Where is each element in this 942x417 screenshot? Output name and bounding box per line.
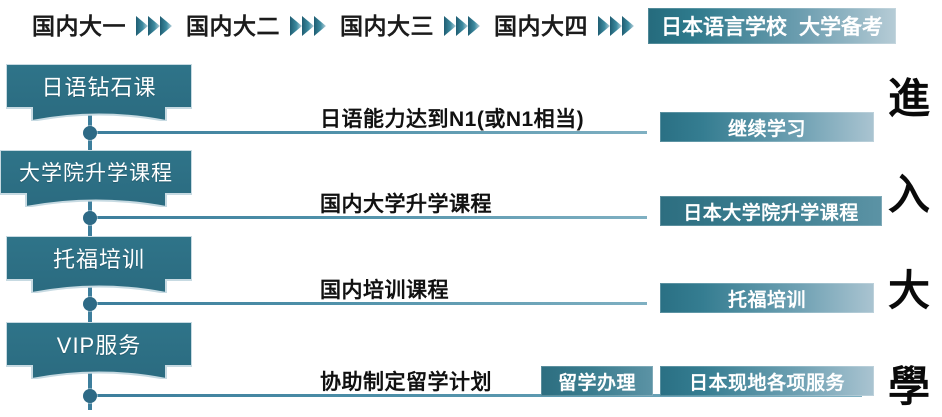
timeline-banner-part2: 大学备考 [799,16,883,39]
row-3-outcome-chip[interactable]: 托福培训 [660,283,874,313]
course-ribbon-4-label: VIP服务 [56,333,142,358]
course-ribbon-4[interactable]: VIP服务 [6,322,192,379]
row-1-rule [92,131,647,134]
row-2-outcome-label: 日本大学院升学课程 [683,202,859,224]
course-ribbon-1-label: 日语钻石课 [41,75,157,100]
row-2-outcome-chip[interactable]: 日本大学院升学课程 [660,196,882,226]
timeline-step-2: 国内大二 [186,12,280,39]
timeline-row: 国内大一 国内大二 [0,0,942,52]
row-3-caption: 国内培训课程 [320,279,449,302]
triple-chevron-right-icon [289,14,331,38]
row-4-node [83,389,97,403]
row-3-rule [92,302,647,305]
row-1-caption: 日语能力达到N1(或N1相当) [320,108,585,131]
course-ribbon-3[interactable]: 托福培训 [6,236,192,293]
row-4-extra-label: 留学办理 [557,372,636,394]
row-2-caption: 国内大学升学课程 [320,193,492,216]
timeline-banner-part1: 日本语言学校 [661,16,787,39]
row-2-node [83,211,97,225]
timeline-destination-banner: 日本语言学校 大学备考 [648,8,896,44]
row-3-outcome-label: 托福培训 [727,289,806,311]
row-1-outcome-chip[interactable]: 继续学习 [660,112,874,142]
row-1-node [83,126,97,140]
triple-chevron-right-icon [597,14,639,38]
timeline-step-1: 国内大一 [32,12,126,39]
triple-chevron-right-icon [443,14,485,38]
row-4-outcome-chip[interactable]: 日本现地各项服务 [660,366,874,396]
row-2-rule [92,216,647,219]
row-4-rule [92,394,862,397]
row-4-outcome-label: 日本现地各项服务 [688,372,845,394]
timeline-step-3: 国内大三 [340,12,434,39]
vertical-headline-char-1: 進 [887,74,930,123]
vertical-headline-char-3: 大 [887,266,930,315]
row-4-caption: 协助制定留学计划 [320,371,492,394]
row-3-node [83,297,97,311]
triple-chevron-right-icon [135,14,177,38]
course-ribbon-1[interactable]: 日语钻石课 [6,64,192,121]
course-ribbon-3-label: 托福培训 [52,247,145,272]
course-ribbon-2-label: 大学院升学课程 [19,162,173,185]
vertical-headline-char-4: 學 [887,362,930,411]
vertical-headline: 進 入 大 學 [880,78,938,408]
course-ribbon-2[interactable]: 大学院升学课程 [0,150,192,207]
vertical-headline-char-2: 入 [887,170,930,219]
row-1-outcome-label: 继续学习 [727,118,806,140]
row-4-extra-chip[interactable]: 留学办理 [541,366,653,396]
timeline-step-4: 国内大四 [494,12,588,39]
